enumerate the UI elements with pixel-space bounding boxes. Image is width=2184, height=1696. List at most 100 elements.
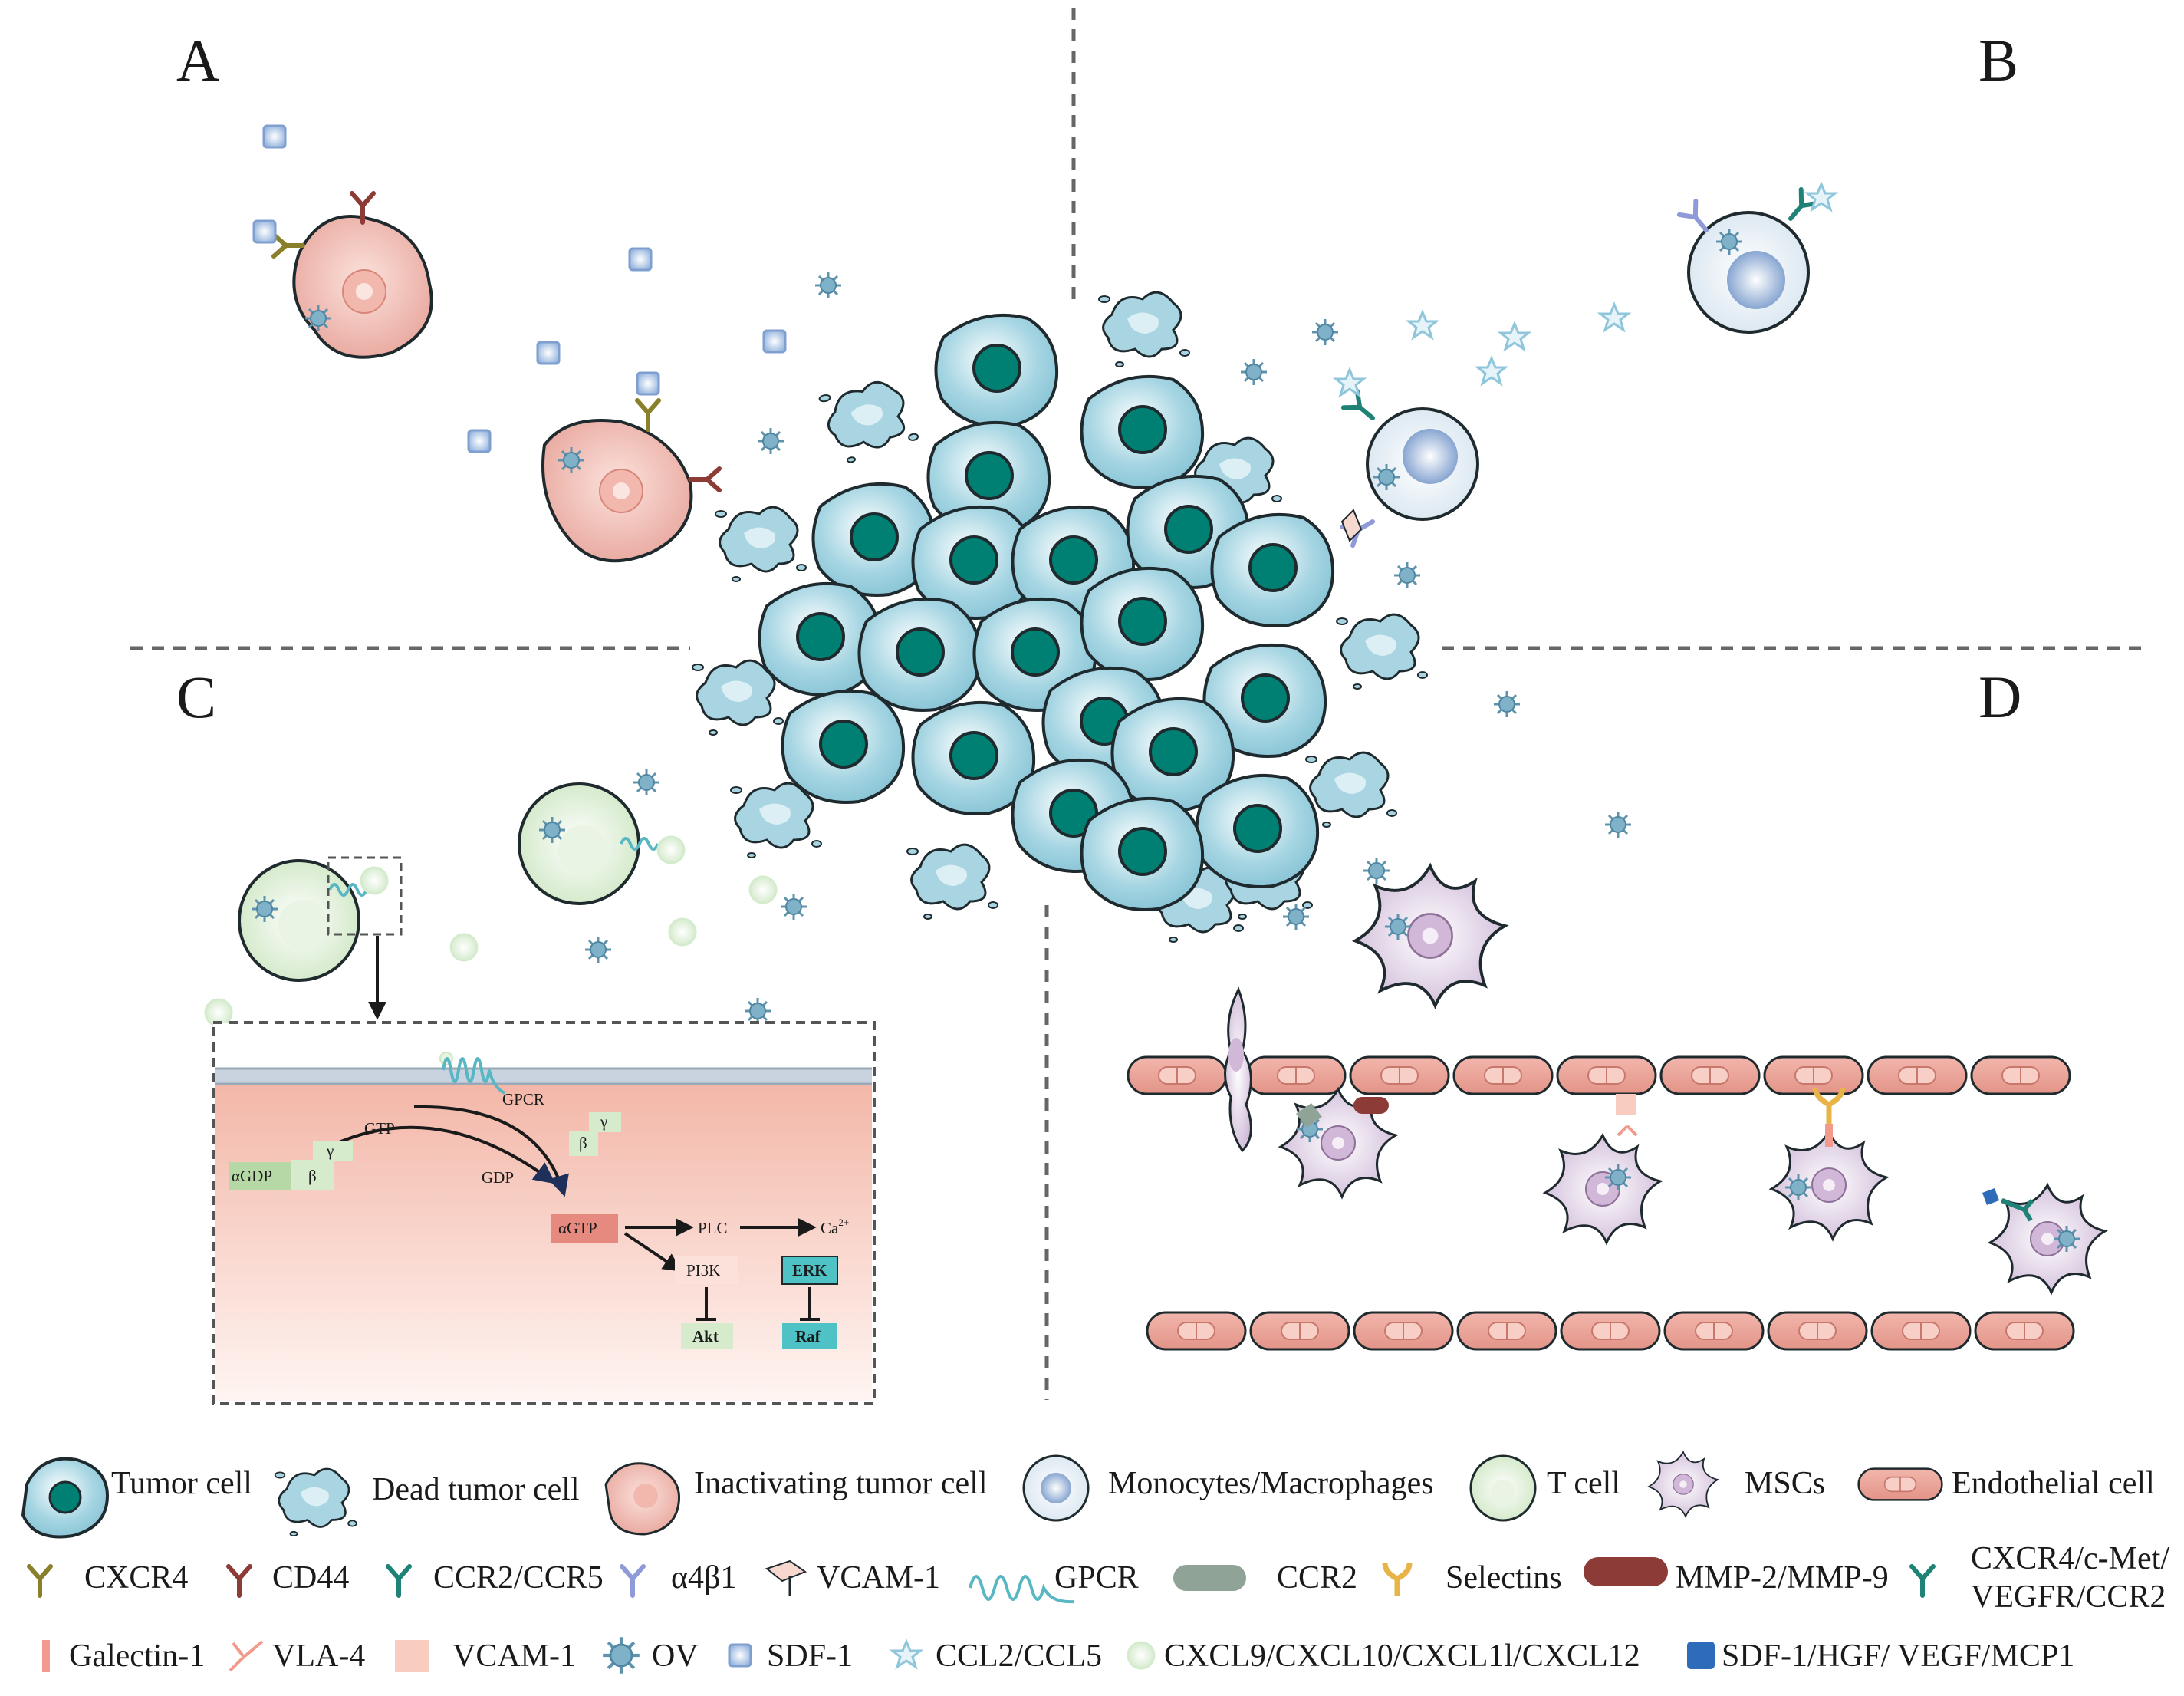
legend-label-a4b1: α4β1 bbox=[671, 1560, 736, 1596]
legend-label-cxcr4-cmet-line1: CXCR4/c-Met/ bbox=[1971, 1541, 2169, 1576]
legend-tumor-cell: Tumor cell bbox=[21, 1457, 252, 1539]
legend-label-monocytes: Monocytes/Macrophages bbox=[1108, 1466, 1434, 1501]
legend-label-selectins: Selectins bbox=[1446, 1560, 1562, 1596]
erk-label: ERK bbox=[792, 1261, 827, 1279]
legend-vcam1: VCAM-1 bbox=[395, 1638, 576, 1674]
legend-label-tumor-cell: Tumor cell bbox=[111, 1466, 252, 1501]
legend-label-dead-tumor-cell: Dead tumor cell bbox=[372, 1472, 580, 1507]
panel-a bbox=[252, 124, 843, 563]
legend-label-cxcl: CXCL9/CXCL10/CXCL1l/CXCL12 bbox=[1164, 1638, 1640, 1674]
alpha-gtp-box bbox=[551, 1214, 618, 1243]
t-cell-2 bbox=[518, 782, 659, 905]
legend-label-ccr2-ccr5: CCR2/CCR5 bbox=[433, 1560, 604, 1596]
legend-ccr2: CCR2 bbox=[1173, 1560, 1357, 1596]
legend-ov: OV bbox=[603, 1637, 699, 1674]
legend-cxcl: CXCL9/CXCL10/CXCL1l/CXCL12 bbox=[1127, 1638, 1640, 1674]
gpcr-label: GPCR bbox=[502, 1090, 544, 1108]
raf-label: Raf bbox=[795, 1327, 821, 1345]
activation-arrow bbox=[413, 1105, 569, 1197]
inactivating-tumor-cell-1 bbox=[274, 193, 433, 359]
legend-label-inactivating-tumor-cell: Inactivating tumor cell bbox=[694, 1466, 988, 1501]
erk-box bbox=[781, 1256, 838, 1285]
akt-box bbox=[681, 1323, 733, 1349]
legend-label-sdf1-hgf-vegf-mcp1: SDF-1/HGF/ VEGF/MCP1 bbox=[1722, 1638, 2074, 1674]
t-cell-1 bbox=[238, 856, 403, 982]
gamma-box-left bbox=[313, 1141, 353, 1161]
ca-label: Ca2+ bbox=[821, 1217, 849, 1237]
legend-vla4: VLA-4 bbox=[229, 1638, 365, 1674]
legend-cd44: CD44 bbox=[229, 1560, 349, 1596]
panel-label-c: C bbox=[176, 664, 216, 730]
plc-label: PLC bbox=[698, 1219, 728, 1237]
cell-membrane bbox=[215, 1069, 872, 1084]
tumor-mass bbox=[691, 291, 1429, 944]
gamma-box-right bbox=[589, 1112, 621, 1132]
legend-label-vcam1: VCAM-1 bbox=[452, 1638, 576, 1674]
raf-box bbox=[782, 1323, 837, 1349]
legend-label-t-cell: T cell bbox=[1547, 1466, 1620, 1501]
legend-selectins: Selectins bbox=[1382, 1560, 1562, 1596]
beta-right-label: β bbox=[579, 1134, 587, 1152]
panel-label-b: B bbox=[1978, 27, 2018, 94]
legend-cxcr4-cmet-vegfr-ccr2: CXCR4/c-Met/ VEGFR/CCR2 bbox=[1912, 1541, 2169, 1615]
legend-label-galectin1: Galectin-1 bbox=[69, 1638, 205, 1674]
gtp-arrow bbox=[314, 1125, 556, 1184]
legend-dead-tumor-cell: Dead tumor cell bbox=[274, 1467, 580, 1537]
panel-b bbox=[1239, 183, 1837, 719]
vessel-wall-top bbox=[1127, 1055, 2071, 1095]
legend-sdf1-hgf-vegf-mcp1: SDF-1/HGF/ VEGF/MCP1 bbox=[1687, 1638, 2074, 1674]
legend: Tumor cell Dead tumor cell Inactivating … bbox=[21, 1451, 2169, 1674]
legend-gpcr: GPCR bbox=[969, 1560, 1139, 1604]
beta-box-right bbox=[569, 1131, 598, 1156]
monocyte-2 bbox=[1342, 391, 1479, 545]
monocyte-1 bbox=[1679, 189, 1817, 334]
alpha-gdp-box bbox=[229, 1162, 291, 1190]
alpha-gtp-label: αGTP bbox=[558, 1219, 597, 1237]
gpcr-receptor bbox=[442, 1057, 506, 1095]
legend-vcam1-receptor: VCAM-1 bbox=[765, 1559, 940, 1596]
legend-label-mscs: MSCs bbox=[1745, 1466, 1825, 1501]
legend-label-cxcr4: CXCR4 bbox=[84, 1560, 188, 1596]
legend-label-sdf1: SDF-1 bbox=[767, 1638, 853, 1674]
legend-ccr2-ccr5: CCR2/CCR5 bbox=[388, 1560, 604, 1596]
panel-label-a: A bbox=[176, 27, 219, 94]
msc-rolling-1 bbox=[1279, 1088, 1397, 1198]
gamma-left-label: γ bbox=[326, 1141, 334, 1160]
legend-sdf1: SDF-1 bbox=[728, 1638, 853, 1674]
beta-left-label: β bbox=[308, 1167, 317, 1185]
inactivating-tumor-cell-2 bbox=[541, 400, 719, 563]
legend-mscs: MSCs bbox=[1648, 1451, 1825, 1517]
legend-label-vcam1-receptor: VCAM-1 bbox=[817, 1560, 940, 1596]
pi3k-label: PI3K bbox=[686, 1261, 720, 1279]
msc-rolling-4 bbox=[1982, 1184, 2107, 1294]
legend-label-ov: OV bbox=[652, 1638, 699, 1674]
gdp-label: GDP bbox=[482, 1168, 514, 1187]
gamma-right-label: γ bbox=[600, 1112, 607, 1131]
legend-label-vla4: VLA-4 bbox=[272, 1638, 365, 1674]
legend-label-ccr2: CCR2 bbox=[1277, 1560, 1357, 1596]
msc-rolling-2 bbox=[1544, 1094, 1662, 1244]
panel-c: GPCR γ β GTP GDP γ αGDP β αGTP PLC Ca2+ … bbox=[204, 768, 876, 1405]
legend-ccl2-ccl5: CCL2/CCL5 bbox=[891, 1638, 1102, 1674]
quadrant-dividers bbox=[130, 8, 2147, 1400]
msc-rolling-3 bbox=[1770, 1087, 1888, 1240]
panel-label-d: D bbox=[1978, 664, 2021, 730]
msc-transmigrating bbox=[1224, 986, 1252, 1153]
msc-free bbox=[1353, 864, 1507, 1007]
beta-box-left bbox=[291, 1160, 334, 1190]
legend-label-endothelial-cell: Endothelial cell bbox=[1952, 1466, 2155, 1501]
legend-label-cd44: CD44 bbox=[272, 1560, 349, 1596]
legend-label-ccl2-ccl5: CCL2/CCL5 bbox=[936, 1638, 1102, 1674]
legend-t-cell: T cell bbox=[1469, 1454, 1620, 1522]
vessel-wall-bottom bbox=[1146, 1311, 2075, 1351]
legend-a4b1: α4β1 bbox=[622, 1560, 736, 1596]
panel-d bbox=[1127, 810, 2107, 1351]
legend-inactivating-tumor-cell: Inactivating tumor cell bbox=[604, 1462, 988, 1536]
legend-mmp: MMP-2/MMP-9 bbox=[1584, 1557, 1889, 1596]
legend-label-cxcr4-cmet-line2: VEGFR/CCR2 bbox=[1971, 1579, 2166, 1615]
legend-label-gpcr: GPCR bbox=[1054, 1560, 1139, 1596]
legend-label-mmp: MMP-2/MMP-9 bbox=[1676, 1560, 1889, 1596]
legend-cxcr4: CXCR4 bbox=[29, 1560, 188, 1596]
alpha-gdp-label: αGDP bbox=[232, 1167, 272, 1185]
